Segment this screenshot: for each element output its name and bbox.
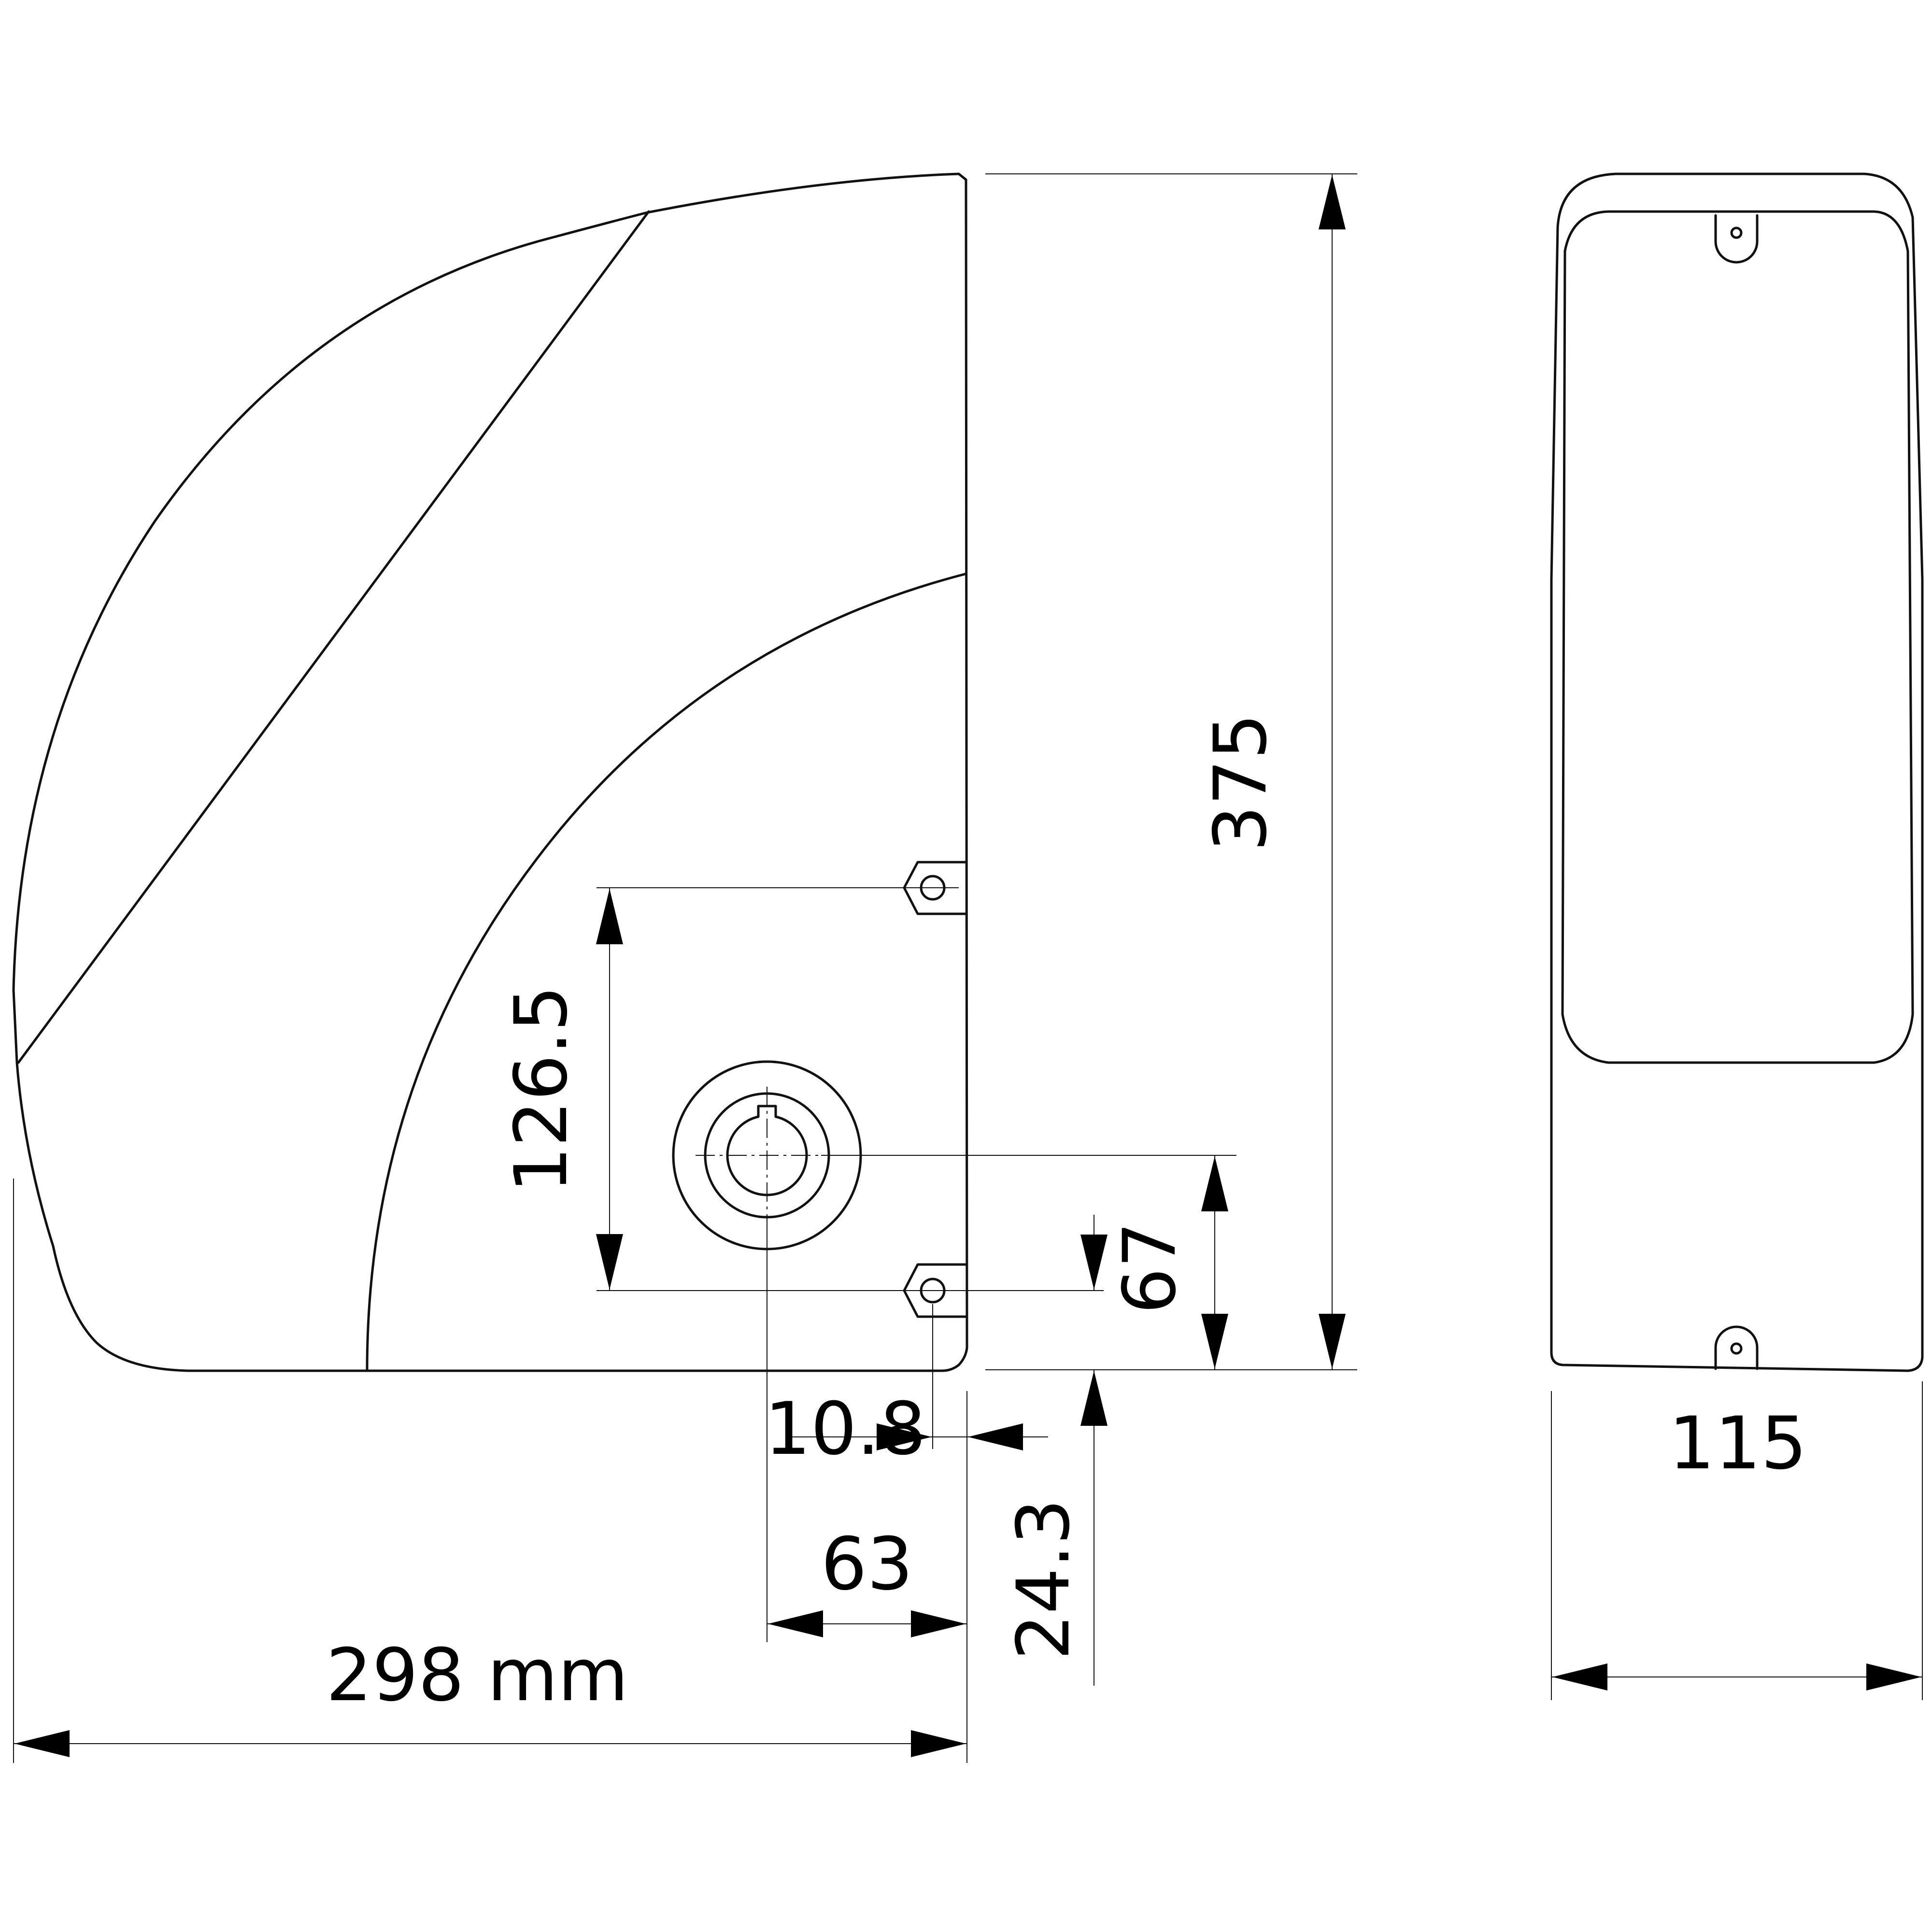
housing-outline — [12, 172, 968, 1372]
side-bottom-lug — [1714, 1325, 1759, 1370]
side-outer-outline — [1550, 172, 1924, 1372]
panel-diagonal — [17, 210, 650, 1064]
dimension-labels: 375 126.5 67 24.3 10.8 63 298 mm 115 — [326, 713, 1807, 1718]
side-top-lug — [1714, 214, 1759, 264]
side-width-label: 115 — [1669, 1402, 1807, 1486]
hole-height-label: 24.3 — [1002, 1499, 1086, 1660]
side-view — [1550, 172, 1924, 1372]
shaft-height-label: 67 — [1108, 1222, 1192, 1314]
shaft-edge-label: 63 — [821, 1522, 913, 1606]
hole-offset-label: 10.8 — [765, 1387, 926, 1471]
side-top-hole — [1730, 227, 1743, 239]
height-total-label: 375 — [1199, 713, 1283, 852]
cover-arc — [366, 572, 967, 1372]
width-total-label: 298 mm — [326, 1634, 628, 1718]
side-bottom-hole — [1730, 1342, 1743, 1355]
side-window-outline — [1561, 210, 1914, 1064]
dimension-lines — [13, 173, 1923, 1763]
hole-spacing-label: 126.5 — [499, 985, 583, 1193]
front-view — [12, 172, 968, 1372]
